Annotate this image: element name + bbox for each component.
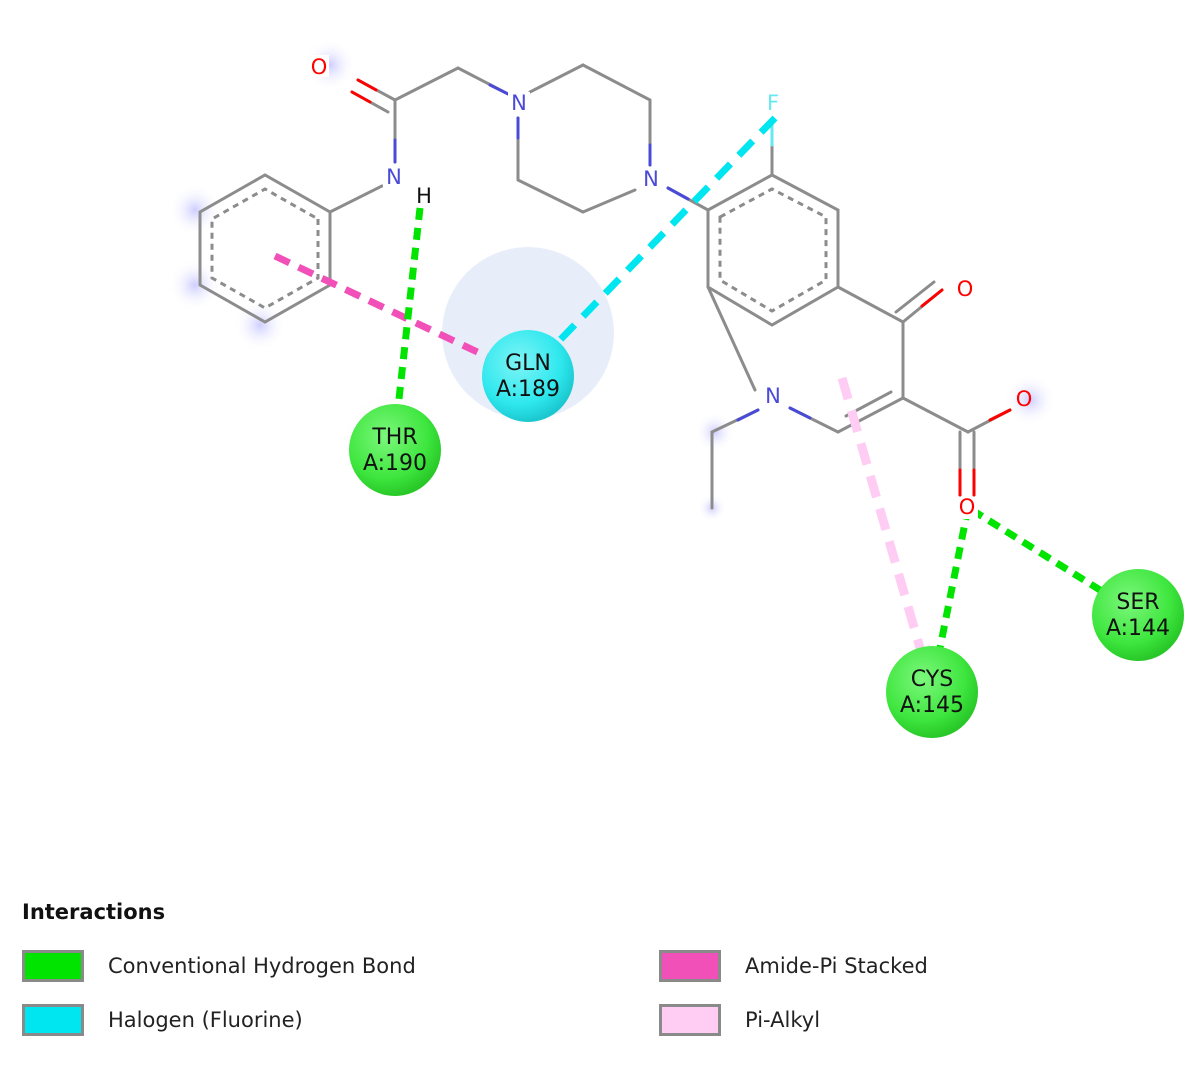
legend-label-pi-alkyl: Pi-Alkyl (745, 1008, 821, 1032)
interaction-diagram: O N H N N F O N O O THR A:190 GLN A:189 … (169, 39, 1184, 750)
hbond-thr190 (394, 207, 424, 409)
residue-thr190: THR A:190 (349, 404, 441, 496)
hetero-bonds (350, 78, 1012, 497)
atom-labels: O N H N N F O N O O (309, 55, 1032, 519)
atom-h-amide: H (416, 184, 432, 208)
svg-text:CYS: CYS (911, 667, 953, 692)
legend-label-hbond: Conventional Hydrogen Bond (108, 954, 416, 978)
residue-cys145: CYS A:145 (886, 646, 978, 738)
atom-n-quinolone: N (765, 384, 781, 408)
atom-n-piperazine-1: N (511, 91, 527, 115)
legend-swatch-hbond (22, 950, 84, 982)
halogen-gln189 (557, 115, 778, 343)
atom-o-acid-hydroxyl: O (1016, 387, 1033, 411)
pi-alkyl-cys145 (837, 376, 925, 650)
atom-o-acid-carbonyl: O (959, 495, 976, 519)
atom-n-piperazine-2: N (643, 167, 659, 191)
residue-gln189: GLN A:189 (482, 330, 574, 422)
atom-n-amide: N (386, 165, 402, 189)
amide-pi-stacked-line (273, 252, 492, 362)
hbond-ser144 (970, 507, 1102, 593)
aromatic-rings (210, 187, 828, 313)
ligand-bonds (198, 63, 1012, 510)
svg-text:GLN: GLN (505, 351, 551, 376)
atom-o-amide: O (311, 55, 328, 79)
svg-text:SER: SER (1116, 590, 1159, 615)
legend-item-amide-pi: Amide-Pi Stacked (659, 950, 928, 982)
svg-text:A:190: A:190 (363, 451, 427, 476)
svg-text:A:144: A:144 (1106, 616, 1170, 641)
legend: Interactions Conventional Hydrogen Bond … (22, 900, 1182, 1036)
svg-text:THR: THR (371, 425, 417, 450)
legend-item-pi-alkyl: Pi-Alkyl (659, 1004, 820, 1036)
svg-text:A:189: A:189 (496, 377, 560, 402)
legend-swatch-amide-pi (659, 950, 721, 982)
legend-title: Interactions (22, 900, 166, 924)
legend-item-halogen: Halogen (Fluorine) (22, 1004, 303, 1036)
legend-item-hbond: Conventional Hydrogen Bond (22, 950, 416, 982)
atom-f: F (767, 91, 779, 115)
legend-swatch-halogen (22, 1004, 84, 1036)
interactions (273, 115, 1102, 650)
hbond-cys145 (936, 507, 972, 649)
svg-text:A:145: A:145 (900, 693, 964, 718)
residue-ser144: SER A:144 (1092, 569, 1184, 661)
legend-label-halogen: Halogen (Fluorine) (108, 1008, 303, 1032)
atom-o-ketone: O (957, 277, 974, 301)
legend-swatch-pi-alkyl (659, 1004, 721, 1036)
legend-label-amide-pi: Amide-Pi Stacked (745, 954, 928, 978)
